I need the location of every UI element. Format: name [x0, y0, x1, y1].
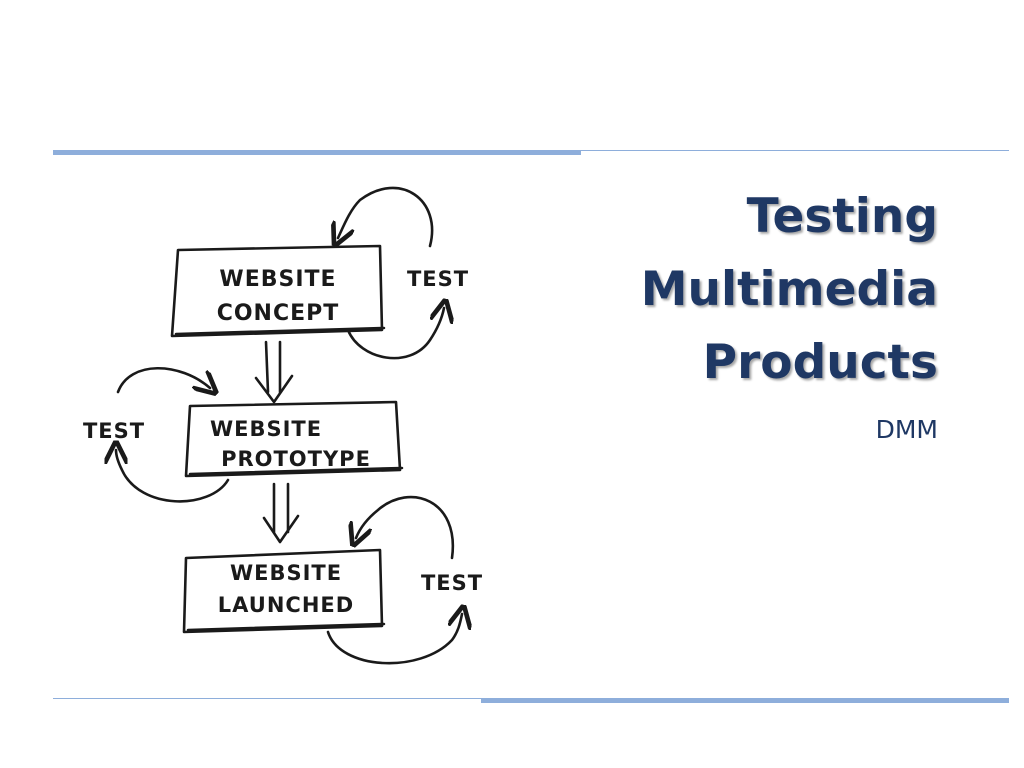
stage-website-launched: WEBSITE LAUNCHED TEST: [182, 495, 483, 665]
prototype-test-label: TEST: [83, 419, 145, 443]
launched-loop-bottom-arrow: [326, 614, 462, 665]
title-block: Testing Multimedia Products DMM: [538, 180, 938, 444]
top-accent-rule-thick: [53, 150, 581, 155]
concept-label-line1: WEBSITE: [219, 267, 336, 292]
prototype-loop-bottom-arrow: [116, 450, 230, 503]
launched-loop-top-arrow: [356, 495, 455, 560]
arrow-prototype-to-launched: [262, 482, 300, 544]
arrow-concept-to-prototype: [254, 340, 294, 404]
title-line-3: Products: [702, 335, 938, 390]
launched-test-label: TEST: [421, 571, 483, 595]
stage-website-concept: WEBSITE CONCEPT TEST: [170, 186, 469, 360]
prototype-loop-top-arrow: [116, 366, 210, 392]
launched-box: [182, 548, 384, 634]
stage-website-prototype: WEBSITE PROTOTYPE TEST: [83, 366, 404, 503]
top-accent-rule-thin: [581, 150, 1009, 151]
title-line-2: Multimedia: [640, 262, 938, 317]
bottom-accent-rule-thin: [53, 698, 481, 699]
launched-label-line2: LAUNCHED: [218, 593, 354, 617]
bottom-accent-rule-thick: [481, 698, 1009, 703]
slide-subtitle: DMM: [875, 415, 938, 444]
prototype-box: [184, 400, 402, 478]
launched-label-line1: WEBSITE: [230, 561, 342, 585]
slide-title: Testing Multimedia Products: [538, 180, 938, 399]
concept-box: [170, 244, 384, 338]
title-line-1: Testing: [746, 189, 938, 244]
concept-loop-top-arrow: [338, 186, 434, 246]
concept-label-line2: CONCEPT: [217, 301, 340, 326]
website-testing-flow-sketch: WEBSITE CONCEPT TEST WEBSITE PROTOTYPE T…: [83, 186, 483, 665]
concept-loop-bottom-arrow: [346, 308, 444, 360]
concept-test-label: TEST: [407, 267, 469, 291]
prototype-label-line2: PROTOTYPE: [221, 447, 371, 471]
prototype-label-line1: WEBSITE: [210, 417, 322, 441]
